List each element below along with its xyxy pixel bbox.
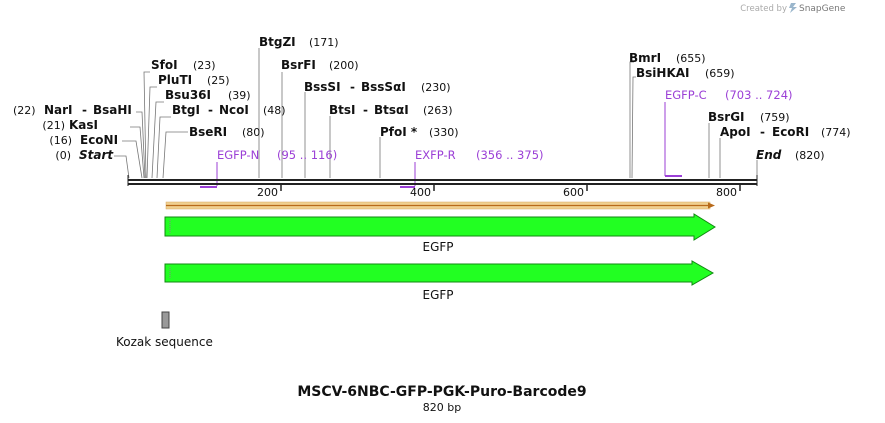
map-length: 820 bp [423, 401, 461, 414]
primer-egfp-c-bar [665, 175, 682, 177]
enzyme-sfoI-num: (23) [193, 59, 216, 72]
feature-egfp-1[interactable] [164, 213, 716, 241]
enzyme-narI-num: (22) [13, 104, 36, 117]
enzyme-ecoRI-label: EcoRI [772, 125, 809, 139]
enzyme-btsI-dash: - [363, 103, 368, 117]
feature-egfp-2[interactable] [164, 260, 715, 286]
enzyme-pluTI-num: (25) [207, 74, 230, 87]
enzyme-apoI-label: ApoI [720, 125, 751, 139]
enzyme-btgI-dash: - [208, 103, 213, 117]
watermark-brand: SnapGene [799, 4, 846, 14]
tick-label-200: 200 [257, 186, 278, 199]
leader-btgI [156, 116, 171, 179]
enzyme-pfoI-label: PfoI * [380, 125, 418, 139]
enzyme-btsI-label: BtsI [329, 103, 356, 117]
enzyme-bsaHI-label: BsaHI [93, 103, 132, 117]
leader-kasI [130, 126, 145, 179]
tick-label-800: 800 [716, 186, 737, 199]
enzyme-bsrFI-label: BsrFI [281, 58, 316, 72]
feature-kozak-label: Kozak sequence [116, 335, 213, 349]
feature-kozak-box[interactable] [161, 311, 170, 329]
leader-start [114, 155, 130, 179]
end-label: End [756, 148, 782, 162]
leader-bseRI [162, 131, 188, 179]
enzyme-apoI-num: (774) [821, 126, 851, 139]
feature-egfp-2-label: EGFP [422, 288, 453, 302]
enzyme-econI-num: (16) [49, 134, 72, 147]
primer-exfp-r-range: (356 .. 375) [476, 148, 544, 162]
enzyme-btgZI-label: BtgZI [259, 35, 296, 49]
leader-sfoI [143, 71, 150, 179]
enzyme-kasI-label: KasI [69, 118, 98, 132]
enzyme-bssSI-label: BssSI [304, 80, 341, 94]
end-num: (820) [795, 149, 825, 162]
enzyme-bmrI-num: (655) [676, 52, 706, 65]
enzyme-bsu36I-num: (39) [228, 89, 251, 102]
enzyme-sfoI-label: SfoI [151, 58, 178, 72]
enzyme-btsaI-label: BtsαI [374, 103, 409, 117]
start-label: Start [79, 148, 114, 162]
enzyme-btgI-label: BtgI [172, 103, 200, 117]
enzyme-bsrFI-num: (200) [329, 59, 359, 72]
sequence-backbone [127, 175, 758, 186]
enzyme-btgI-num: (48) [263, 104, 286, 117]
enzyme-kasI-num: (21) [42, 119, 65, 132]
enzyme-bseRI-num: (80) [242, 126, 265, 139]
enzyme-bsiHKAI-label: BsiHKAI [636, 66, 690, 80]
ruler: 200 400 600 800 [257, 185, 741, 199]
enzyme-narI-dash: - [82, 103, 87, 117]
tick-label-600: 600 [563, 186, 584, 199]
leader-bsiHKAI [631, 76, 636, 179]
enzyme-bsrGI-num: (759) [760, 111, 790, 124]
leader-bmrI [629, 61, 634, 178]
feature-egfp-1-label: EGFP [422, 240, 453, 254]
enzyme-bseRI-label: BseRI [189, 125, 227, 139]
start-num: (0) [55, 149, 71, 162]
leader-econI [122, 140, 143, 179]
enzyme-bsrGI-label: BsrGI [708, 110, 745, 124]
primer-egfp-n-bar [200, 186, 217, 188]
leader-bsu36I [151, 101, 164, 179]
primer-egfp-n-label: EGFP-N [217, 148, 259, 162]
primers: EGFP-N (95 .. 116) EXFP-R (356 .. 375) E… [200, 88, 793, 188]
snapgene-logo-icon [789, 3, 797, 13]
enzyme-bssSI-num: (230) [421, 81, 451, 94]
enzyme-apoI-dash: - [760, 125, 765, 139]
enzyme-bssSaI-label: BssSαI [361, 80, 406, 94]
enzyme-pfoI-num: (330) [429, 126, 459, 139]
enzyme-ncoI-label: NcoI [219, 103, 249, 117]
orf-bar [165, 201, 715, 210]
primer-egfp-c-range: (703 .. 724) [725, 88, 793, 102]
enzyme-bsiHKAI-num: (659) [705, 67, 735, 80]
enzyme-labels: (22) NarI - BsaHI (21) KasI (16) EcoNI (… [13, 35, 851, 162]
tick-label-400: 400 [410, 186, 431, 199]
primer-exfp-r-label: EXFP-R [415, 148, 456, 162]
enzyme-btgZI-num: (171) [309, 36, 339, 49]
enzyme-bmrI-label: BmrI [629, 51, 661, 65]
enzyme-bsu36I-label: Bsu36I [165, 88, 211, 102]
enzyme-narI-label: NarI [44, 103, 73, 117]
leader-narI [136, 111, 146, 179]
watermark-prefix: Created by [740, 4, 787, 14]
map-title: MSCV-6NBC-GFP-PGK-Puro-Barcode9 [297, 384, 586, 400]
primer-egfp-n-range: (95 .. 116) [277, 148, 337, 162]
primer-exfp-r-bar [400, 186, 415, 188]
cut-site-lines [114, 48, 758, 179]
enzyme-econI-label: EcoNI [80, 133, 118, 147]
enzyme-pluTI-label: PluTI [158, 73, 192, 87]
enzyme-bssSI-dash: - [350, 80, 355, 94]
enzyme-btsI-num: (263) [423, 104, 453, 117]
leader-pluTI [146, 86, 157, 179]
primer-egfp-c-label: EGFP-C [665, 88, 707, 102]
